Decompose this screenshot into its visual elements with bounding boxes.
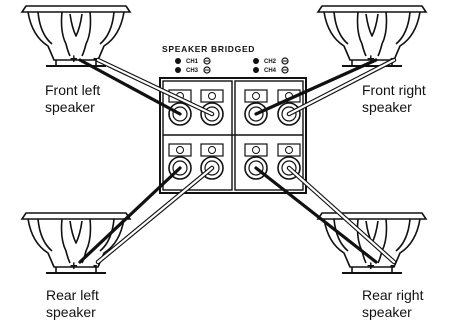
rear-left-positive-mark: + [70,258,78,273]
terminal-ch3-neg-screw [208,146,216,154]
channel-ring-1 [203,57,211,65]
terminal-header: SPEAKER BRIDGED [162,44,256,54]
rear-left-negative-mark: - [93,257,98,272]
terminal-ch2-neg-screw-housing [277,89,301,103]
wire-front-right-neg [287,58,396,116]
terminal-ch4-neg-post-outer [277,156,301,180]
rear-left-speaker-cone-center [69,220,83,244]
terminal-ch1-neg-post-outer [200,102,224,126]
wire-rear-right-pos [254,166,378,264]
front-right-speaker-cone-center [365,13,379,37]
terminal-ch3-pos-post-inner [172,160,188,176]
front-right-positive-mark: + [367,51,375,66]
front-left-label-line1: Front left [45,82,101,98]
channel-dot-2 [175,67,181,73]
channel-label-ch2: CH2 [264,59,277,65]
channel-dot-3 [253,58,259,64]
terminal-ch1-neg-screw [208,92,216,100]
terminal-ch4-pos-post-outer [244,156,268,180]
rear-left-speaker-flange [20,212,132,220]
channel-label-ch4: CH4 [264,68,277,74]
front-left-speaker [20,5,132,67]
rear-left-speaker-basket [27,218,125,268]
front-right-negative-mark: - [390,50,395,65]
rear-left-speaker-rib-outer [37,218,115,252]
front-left-label-line2: speaker [45,99,95,115]
terminal-ch3-pos-screw [176,146,184,154]
terminal-ch1-neg-screw-housing [200,89,224,103]
front-right-speaker-rib-outer [333,11,411,45]
rear-right-negative-mark: - [390,257,395,272]
front-right-speaker-flange [316,5,428,13]
terminal-ch4-neg-post-inner [281,160,297,176]
wire-rear-left-pos [78,166,182,264]
terminal-ch3-pos-screw-housing [168,143,192,157]
terminal-ch4-pos-screw-housing [244,143,268,157]
channel-label-ch3: CH3 [186,68,199,74]
channel-label-ch1: CH1 [186,59,199,65]
terminal-ch2-pos-screw-housing [244,89,268,103]
terminal-ch4-neg-screw-housing [277,143,301,157]
terminal-ch3-pos-post-outer [168,156,192,180]
front-left-positive-mark: + [70,51,78,66]
terminal-ch2-pos-post-outer [244,102,268,126]
front-right-label-line2: speaker [362,99,412,115]
rear-left-label-line1: Rear left [46,287,99,303]
channel-dot-4 [253,67,259,73]
wire-front-left-pos [78,58,182,116]
rear-left-speaker-label: Rear left speaker [46,287,99,320]
terminal-ch2-pos-post-inner [248,106,264,122]
rear-right-positive-mark: + [367,258,375,273]
front-left-speaker-rib-outer [37,11,115,45]
front-left-speaker-flange [20,5,132,13]
front-right-speaker [316,5,428,67]
front-left-speaker-cone-center [69,13,83,37]
rear-right-label-line2: speaker [362,304,412,320]
terminal-ch1-pos-post-outer [168,102,192,126]
channel-ring-3 [281,57,289,65]
front-right-speaker-basket [323,11,421,61]
terminal-ch3-neg-screw-housing [200,143,224,157]
terminal-ch4-neg-screw [285,146,293,154]
rear-left-label-line2: speaker [46,304,96,320]
terminal-ch1-pos-post-inner [172,106,188,122]
channel-ring-2 [203,66,211,74]
rear-right-speaker-label: Rear right speaker [362,287,423,320]
wire-rear-left-neg [96,166,214,264]
wire-rear-right-neg [287,166,396,264]
front-left-speaker-basket [27,11,125,61]
front-left-negative-mark: - [93,50,98,65]
wire-front-left-neg [96,58,214,116]
front-right-label-line1: Front right [362,82,426,98]
terminal-ch3-neg-post-inner [204,160,220,176]
front-right-speaker-rib-inner [356,11,388,57]
terminal-ch2-neg-post-outer [277,102,301,126]
terminal-ch2-neg-post-inner [281,106,297,122]
rear-right-speaker-basket [323,218,421,268]
terminal-ch4-pos-screw [252,146,260,154]
channel-dot-1 [175,58,181,64]
front-left-speaker-rib-inner [60,11,92,57]
terminal-ch4-pos-post-inner [248,160,264,176]
terminal-ch1-neg-post-inner [204,106,220,122]
terminal-ch2-pos-screw [252,92,260,100]
rear-right-speaker-rib-outer [333,218,411,252]
wire-front-right-pos [254,58,378,116]
front-right-speaker-label: Front right speaker [362,82,426,116]
terminal-block [159,57,307,194]
front-left-speaker-label: Front left speaker [45,82,100,116]
rear-right-speaker-flange [316,212,428,220]
rear-right-label-line1: Rear right [362,287,424,303]
channel-ring-4 [281,66,289,74]
terminal-ch3-neg-post-outer [200,156,224,180]
